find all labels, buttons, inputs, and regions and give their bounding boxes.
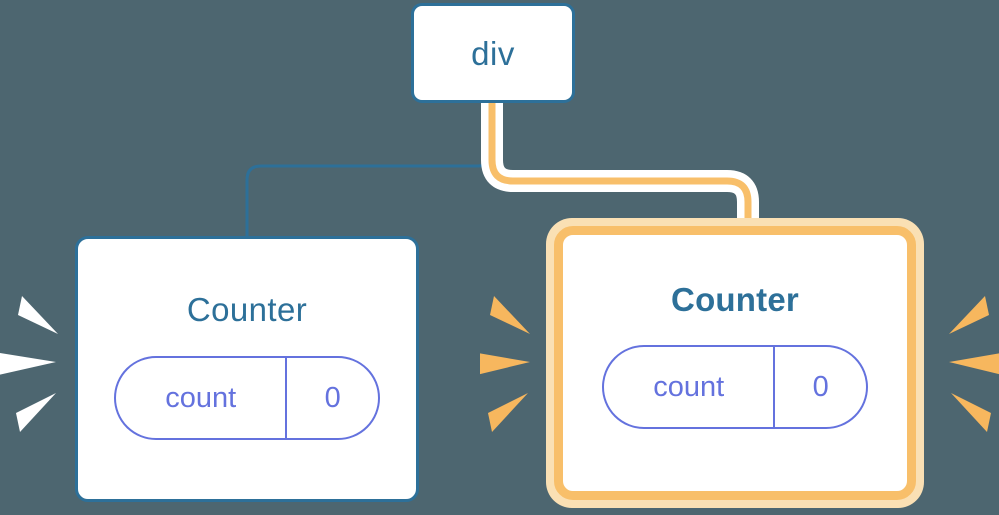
- state-pill-counter-right[interactable]: count 0: [602, 345, 868, 429]
- state-key: count: [653, 370, 725, 403]
- spark-ray-mid: [480, 353, 530, 375]
- state-value: 0: [773, 347, 866, 427]
- spark-ray-top: [949, 296, 989, 334]
- spark-ray-bot: [951, 393, 991, 432]
- spark-ray-top: [18, 296, 58, 334]
- spark-ray-bot: [16, 393, 56, 432]
- node-counter-right[interactable]: Counter count 0: [554, 226, 916, 500]
- node-div-label: div: [471, 34, 515, 72]
- node-counter-left[interactable]: Counter count 0: [75, 236, 419, 502]
- node-div[interactable]: div: [411, 3, 575, 103]
- state-key: count: [165, 381, 237, 414]
- edge-div-to-counter-right: [488, 103, 752, 244]
- spark-ray-mid: [0, 352, 56, 375]
- state-value: 0: [285, 358, 378, 438]
- node-counter-right-highlight-halo: Counter count 0: [546, 218, 924, 508]
- sparkle-left-outer: [0, 280, 62, 445]
- state-pill-counter-left[interactable]: count 0: [114, 356, 380, 440]
- node-counter-right-label: Counter: [671, 281, 799, 318]
- spark-ray-top: [490, 296, 530, 334]
- sparkle-left-inner: [480, 280, 542, 445]
- node-counter-left-label: Counter: [186, 291, 308, 328]
- spark-ray-mid: [949, 353, 999, 375]
- edge-div-to-counter-left: [245, 101, 494, 240]
- sparkle-right-outer: [937, 280, 999, 445]
- spark-ray-bot: [488, 393, 528, 432]
